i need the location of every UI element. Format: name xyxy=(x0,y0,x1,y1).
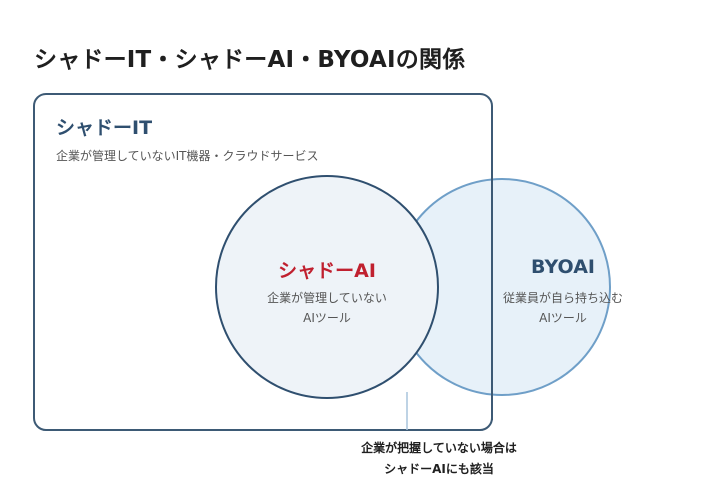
overlap-note-line: 企業が把握していない場合は xyxy=(361,441,517,455)
shadow-ai-description-line: AIツール xyxy=(303,311,351,325)
shadow-ai-circle xyxy=(215,175,439,399)
shadow-ai-description-line: 企業が管理していない xyxy=(267,291,387,305)
shadow-ai-description: 企業が管理していない AIツール xyxy=(267,288,387,328)
shadow-it-description: 企業が管理していないIT機器・クラウドサービス xyxy=(56,149,319,163)
diagram-title: シャドーIT・シャドーAI・BYOAIの関係 xyxy=(34,47,466,73)
byoai-description: 従業員が自ら持ち込む AIツール xyxy=(503,288,623,328)
shadow-ai-heading: シャドーAI xyxy=(278,260,376,282)
byoai-description-line: 従業員が自ら持ち込む xyxy=(502,291,624,305)
overlap-note-line: シャドーAIにも該当 xyxy=(384,462,494,476)
byoai-description-line: AIツール xyxy=(539,311,587,325)
shadow-it-heading: シャドーIT xyxy=(56,117,153,139)
byoai-heading: BYOAI xyxy=(531,256,595,278)
overlap-note: 企業が把握していない場合は シャドーAIにも該当 xyxy=(361,438,517,480)
